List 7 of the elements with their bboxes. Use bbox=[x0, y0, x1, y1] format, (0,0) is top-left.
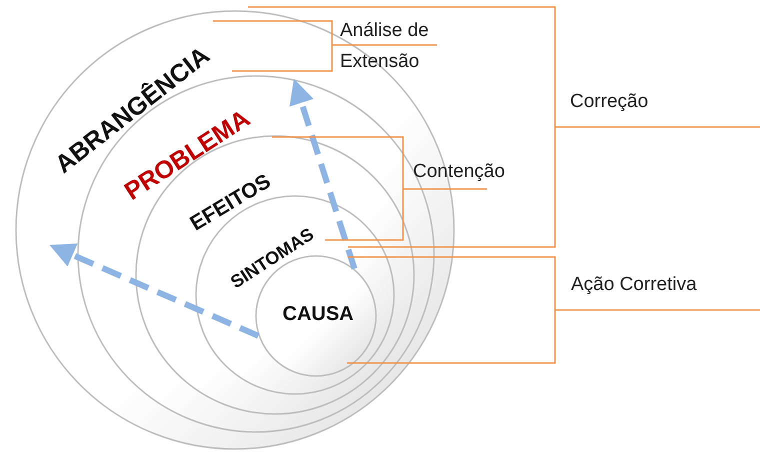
bracket-label: Contenção bbox=[413, 160, 506, 184]
circle-label: CAUSA bbox=[282, 302, 354, 326]
dashed-arrow bbox=[290, 78, 358, 270]
bracket-label: Ação Corretiva bbox=[571, 273, 698, 297]
bracket-label: Correção bbox=[570, 90, 650, 114]
bracket-label: Análise de Extensão bbox=[340, 19, 430, 74]
dashed-arrow bbox=[50, 243, 260, 339]
